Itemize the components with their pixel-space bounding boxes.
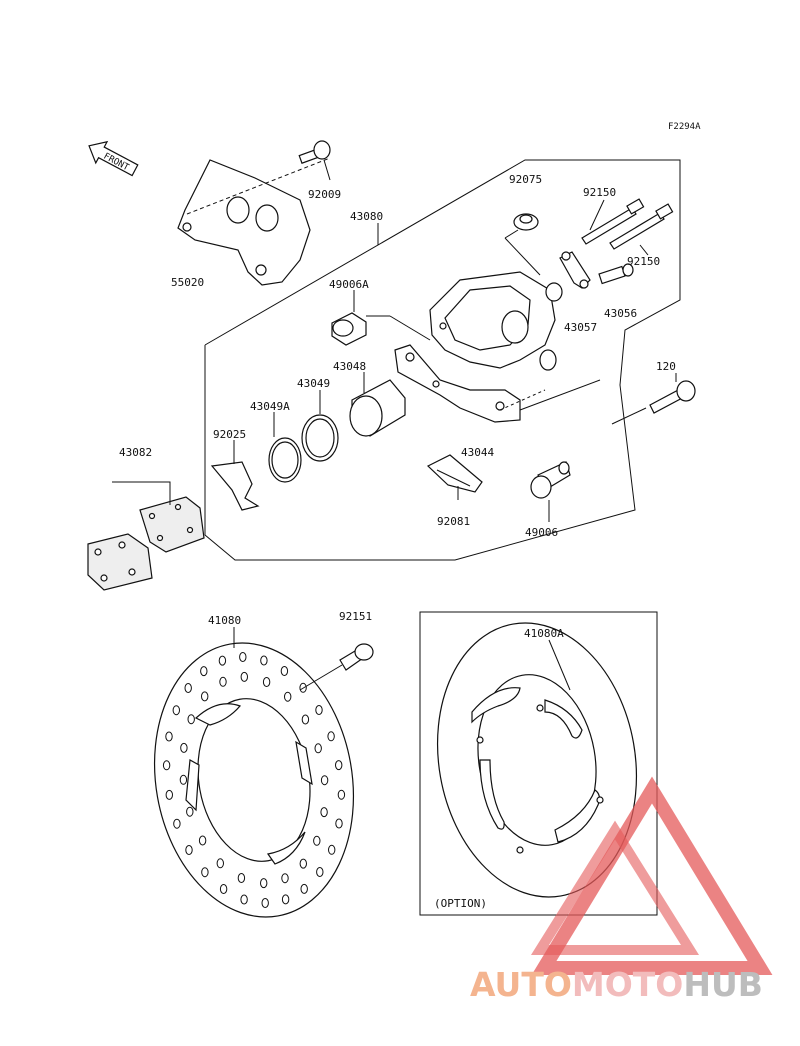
disc-vent-hole <box>187 714 195 725</box>
disc-vent-hole <box>337 789 346 800</box>
disc-vent-hole <box>201 691 209 702</box>
bleeder-43056 <box>598 263 634 285</box>
spring-92025 <box>210 461 260 511</box>
disc-vent-hole <box>262 677 271 687</box>
disc-vent-hole <box>260 878 268 889</box>
disc-vent-hole <box>200 666 208 677</box>
disc-vent-hole <box>261 898 269 908</box>
disc-vent-hole <box>313 835 321 846</box>
disc-vent-hole <box>316 867 324 877</box>
figure-code: F2294A <box>668 122 701 132</box>
disc-vent-hole <box>260 655 268 666</box>
watermark-moto: MOTO <box>572 965 683 1004</box>
option-frame <box>419 611 658 916</box>
disc-vent-hole <box>239 652 247 662</box>
caliper-body <box>429 271 563 371</box>
mounting-bracket-55020 <box>177 157 331 286</box>
label-43044: 43044 <box>461 446 494 459</box>
bolt-92151 <box>339 643 374 671</box>
disc-vent-hole <box>281 873 289 884</box>
assembly-outline <box>204 159 681 561</box>
label-92009: 92009 <box>308 188 341 201</box>
disc-vent-hole <box>165 789 174 800</box>
watermark-text: AUTOMOTOHUB <box>470 965 763 1004</box>
disc-vent-hole <box>201 867 209 878</box>
disc-vent-hole <box>301 714 310 725</box>
disc-vent-hole <box>314 743 322 754</box>
label-43080: 43080 <box>350 210 383 223</box>
disc-vent-hole <box>179 774 188 785</box>
boot-92075 <box>513 213 539 231</box>
label-55020: 55020 <box>171 276 204 289</box>
disc-vent-hole <box>219 884 228 894</box>
disc-vent-hole <box>328 844 336 855</box>
disc-vent-hole <box>237 873 246 883</box>
label-49006A: 49006A <box>329 278 369 291</box>
label-43049: 43049 <box>297 377 330 390</box>
pad-leader <box>112 481 171 505</box>
disc-vent-hole <box>162 760 171 771</box>
brake-disc-41080A <box>436 622 638 898</box>
pin-92150-lower <box>609 203 674 250</box>
label-92150-a: 92150 <box>583 186 616 199</box>
pad-set-43082 <box>87 496 205 591</box>
label-92151: 92151 <box>339 610 372 623</box>
disc-vent-hole <box>284 691 292 702</box>
disc-vent-hole <box>165 731 173 742</box>
bushing-49006 <box>530 461 571 499</box>
label-43048: 43048 <box>333 360 366 373</box>
label-43056: 43056 <box>604 307 637 320</box>
label-43082: 43082 <box>119 446 152 459</box>
seal-43049 <box>301 414 339 462</box>
disc-vent-hole <box>320 807 328 818</box>
pin-92150-upper <box>581 198 645 245</box>
disc-vent-hole <box>219 676 227 687</box>
watermark-hub: HUB <box>683 965 763 1004</box>
disc-vent-hole <box>186 806 194 817</box>
disc-vent-hole <box>320 775 329 786</box>
watermark-auto: AUTO <box>470 965 572 1004</box>
label-43049A: 43049A <box>250 400 290 413</box>
caliper-bracket-43057 <box>394 344 521 423</box>
disc-vent-hole <box>218 655 227 666</box>
disc-vent-hole <box>184 683 192 693</box>
seal-49006A <box>331 312 367 346</box>
piston-43048 <box>349 379 406 437</box>
label-92150-b: 92150 <box>627 255 660 268</box>
disc-vent-hole <box>335 760 343 771</box>
watermark-logo: AUTOMOTOHUB <box>470 776 773 1004</box>
shim-43044 <box>426 454 483 493</box>
disc-vent-hole <box>172 705 181 716</box>
disc-vent-hole <box>300 883 308 894</box>
label-120: 120 <box>656 360 676 373</box>
disc-vent-hole <box>335 818 343 829</box>
disc-vent-hole <box>240 894 248 905</box>
disc-vent-hole <box>173 818 181 829</box>
disc-vent-hole <box>299 858 307 869</box>
label-92081: 92081 <box>437 515 470 528</box>
disc-vent-hole <box>216 858 225 869</box>
disc-vent-hole <box>240 671 249 682</box>
disc-vent-hole <box>281 894 290 905</box>
front-arrow: FRONT <box>88 140 139 177</box>
disc-vent-hole <box>315 705 323 715</box>
disc-vent-hole <box>185 845 193 855</box>
label-92075: 92075 <box>509 173 542 186</box>
label-92025: 92025 <box>213 428 246 441</box>
disc-vent-hole <box>327 731 335 742</box>
label-43057: 43057 <box>564 321 597 334</box>
brake-disc-41080 <box>153 642 355 918</box>
disc-vent-hole <box>198 835 207 846</box>
label-41080A: 41080A <box>524 627 564 640</box>
bolt-120 <box>649 380 696 414</box>
option-label: (OPTION) <box>434 897 487 910</box>
pad-hanger <box>559 251 591 289</box>
label-41080: 41080 <box>208 614 241 627</box>
disc-vent-hole <box>180 742 188 753</box>
seal-43049A <box>268 437 302 483</box>
disc-vent-hole <box>280 666 289 676</box>
label-49006: 49006 <box>525 526 558 539</box>
bolt-92009 <box>298 140 331 164</box>
